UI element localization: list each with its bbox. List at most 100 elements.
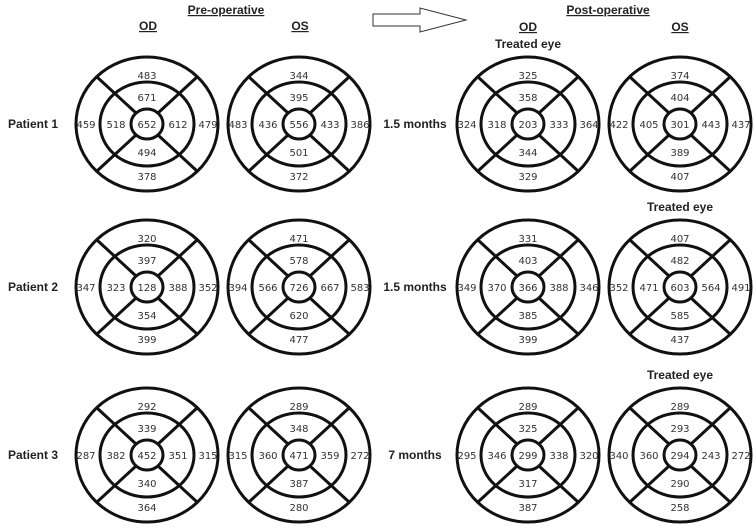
sector-value-bottom-inner: 494 [137, 148, 156, 159]
sector-divider [628, 75, 671, 115]
sector-value-left-inner: 323 [106, 283, 125, 294]
sector-value-center: 603 [670, 283, 689, 294]
sector-divider [308, 133, 351, 173]
sector-value-bottom-outer: 387 [518, 503, 537, 514]
sector-value-right-inner: 443 [701, 120, 720, 131]
treated-eye-label: Treated eye [495, 37, 561, 51]
outer-ring [226, 55, 372, 193]
sector-value-right-inner: 333 [549, 120, 568, 131]
patient-label: Patient 2 [8, 280, 58, 294]
sector-divider [689, 75, 732, 115]
sector-value-top-outer: 374 [670, 71, 689, 82]
sector-value-left-inner: 346 [487, 451, 506, 462]
sector-value-bottom-outer: 258 [670, 503, 689, 514]
sector-value-right-inner: 359 [320, 451, 339, 462]
pre-operative-header: Pre-operative [188, 3, 265, 17]
sector-value-left-outer: 340 [609, 451, 628, 462]
sector-value-left-inner: 518 [106, 120, 125, 131]
sector-value-bottom-outer: 477 [289, 335, 308, 346]
outer-ring [455, 386, 601, 524]
sector-divider [628, 406, 671, 446]
sector-divider [95, 133, 138, 173]
sector-divider [537, 406, 580, 446]
sector-value-right-outer: 346 [579, 283, 598, 294]
outer-ring [74, 386, 220, 524]
sector-divider [308, 464, 351, 504]
outer-ring [226, 218, 372, 356]
sector-divider [628, 296, 671, 336]
treated-eye-label: Treated eye [647, 200, 713, 214]
sector-divider [247, 238, 290, 278]
sector-value-bottom-outer: 280 [289, 503, 308, 514]
sector-divider [537, 464, 580, 504]
sector-divider [156, 75, 199, 115]
sector-divider [689, 238, 732, 278]
sector-divider [476, 296, 519, 336]
sector-value-left-outer: 315 [228, 451, 247, 462]
sector-value-top-outer: 331 [518, 234, 537, 245]
sector-divider [628, 133, 671, 173]
post-operative-header: Post-operative [566, 3, 650, 17]
follow-up-label: 1.5 months [383, 117, 447, 131]
sector-divider [247, 75, 290, 115]
sector-value-top-outer: 289 [289, 402, 308, 413]
sector-value-right-outer: 583 [350, 283, 369, 294]
sector-value-top-inner: 293 [670, 424, 689, 435]
central-ring [662, 270, 698, 304]
outer-ring [607, 386, 753, 524]
central-ring [129, 107, 165, 141]
sector-divider [247, 133, 290, 173]
sector-divider [247, 406, 290, 446]
inner-ring [631, 411, 729, 499]
central-ring [281, 107, 317, 141]
sector-value-center: 726 [289, 283, 308, 294]
sector-value-top-outer: 407 [670, 234, 689, 245]
central-ring [129, 438, 165, 472]
central-ring [662, 107, 698, 141]
sector-value-bottom-inner: 620 [289, 311, 308, 322]
central-ring [281, 438, 317, 472]
sector-divider [476, 406, 519, 446]
sector-value-bottom-inner: 389 [670, 148, 689, 159]
sector-divider [537, 238, 580, 278]
sector-divider [95, 406, 138, 446]
sector-value-left-outer: 459 [76, 120, 95, 131]
follow-up-label: 1.5 months [383, 280, 447, 294]
sector-value-top-inner: 404 [670, 93, 689, 104]
sector-value-left-inner: 382 [106, 451, 125, 462]
sector-value-bottom-inner: 585 [670, 311, 689, 322]
sector-value-left-outer: 295 [457, 451, 476, 462]
sector-divider [247, 296, 290, 336]
sector-divider [476, 75, 519, 115]
sector-divider [308, 406, 351, 446]
sector-value-left-inner: 436 [258, 120, 277, 131]
sector-divider [537, 75, 580, 115]
sector-value-top-outer: 471 [289, 234, 308, 245]
sector-divider [476, 464, 519, 504]
arrow-right-icon [372, 7, 468, 33]
sector-divider [95, 238, 138, 278]
sector-value-top-inner: 397 [137, 256, 156, 267]
sector-value-left-inner: 566 [258, 283, 277, 294]
sector-value-bottom-inner: 387 [289, 479, 308, 490]
sector-divider [156, 238, 199, 278]
sector-divider [95, 464, 138, 504]
treated-eye-label: Treated eye [647, 368, 713, 382]
sector-value-right-outer: 315 [198, 451, 217, 462]
sector-value-bottom-inner: 385 [518, 311, 537, 322]
sector-divider [156, 464, 199, 504]
post-os-header: OS [671, 20, 688, 34]
sector-divider [308, 296, 351, 336]
sector-value-right-outer: 352 [198, 283, 217, 294]
post-od-header: OD [519, 20, 537, 34]
inner-ring [250, 411, 348, 499]
pre-os-header: OS [291, 19, 308, 33]
sector-value-center: 203 [518, 120, 537, 131]
